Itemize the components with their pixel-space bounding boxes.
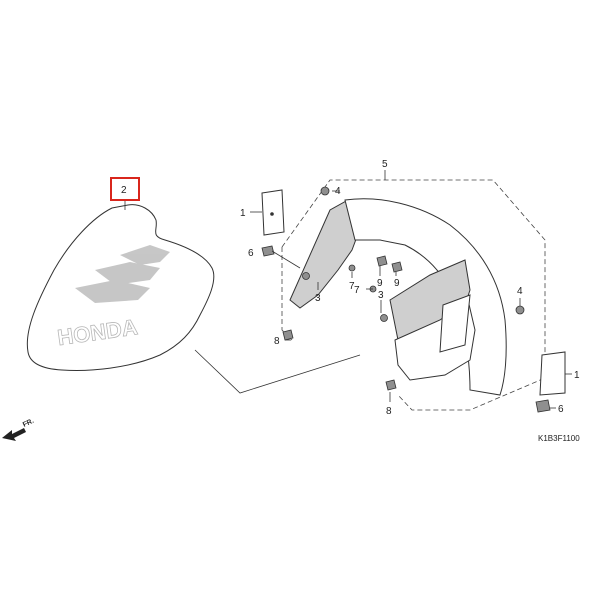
callout-5[interactable]: 5 xyxy=(382,159,388,170)
front-fender[interactable]: HONDA xyxy=(26,204,215,371)
clip-3-left xyxy=(302,272,310,280)
leader-lines xyxy=(250,170,572,409)
nut-4-right xyxy=(515,305,525,315)
callout-7-b[interactable]: 7 xyxy=(354,285,360,296)
callout-4-top[interactable]: 4 xyxy=(335,186,341,197)
direction-label: FR. xyxy=(22,418,35,429)
front-direction-arrow: FR. xyxy=(2,418,35,441)
screw-8-left xyxy=(282,329,294,341)
callout-9-b[interactable]: 9 xyxy=(394,278,400,289)
nut-4-top xyxy=(320,186,330,196)
figure-code: K1B3F1100 xyxy=(538,434,580,443)
bolt-6-right xyxy=(535,399,551,413)
reflector-left[interactable] xyxy=(261,189,285,236)
callout-4-right[interactable]: 4 xyxy=(517,286,523,297)
assembly-boundary-left xyxy=(281,247,293,341)
callout-1-right[interactable]: 1 xyxy=(574,370,580,381)
screw-8-bottom xyxy=(385,379,397,391)
callout-3-right[interactable]: 3 xyxy=(378,290,384,301)
callout-6-right[interactable]: 6 xyxy=(558,404,564,415)
callout-8-bottom[interactable]: 8 xyxy=(386,406,392,417)
wing-emblem xyxy=(75,245,170,303)
assembly-boundary xyxy=(281,179,546,411)
callout-2[interactable]: 2 xyxy=(121,185,127,196)
nut-7-a xyxy=(348,264,356,272)
callout-7-a[interactable]: 7 xyxy=(349,281,355,292)
callout-6-left[interactable]: 6 xyxy=(248,248,254,259)
highlight-box xyxy=(110,177,140,201)
callout-3-left[interactable]: 3 xyxy=(315,293,321,304)
callout-9-a[interactable]: 9 xyxy=(377,278,383,289)
clip-3-right xyxy=(380,314,388,322)
bolt-6-left xyxy=(261,245,301,269)
reflector-right[interactable] xyxy=(539,351,566,396)
fender-leader xyxy=(194,349,361,394)
bolt-9-a xyxy=(376,255,388,267)
inner-fender-assembly[interactable] xyxy=(289,198,507,396)
bolt-9-b xyxy=(391,261,403,273)
callout-8-left[interactable]: 8 xyxy=(274,336,280,347)
callout-1-left[interactable]: 1 xyxy=(240,208,246,219)
